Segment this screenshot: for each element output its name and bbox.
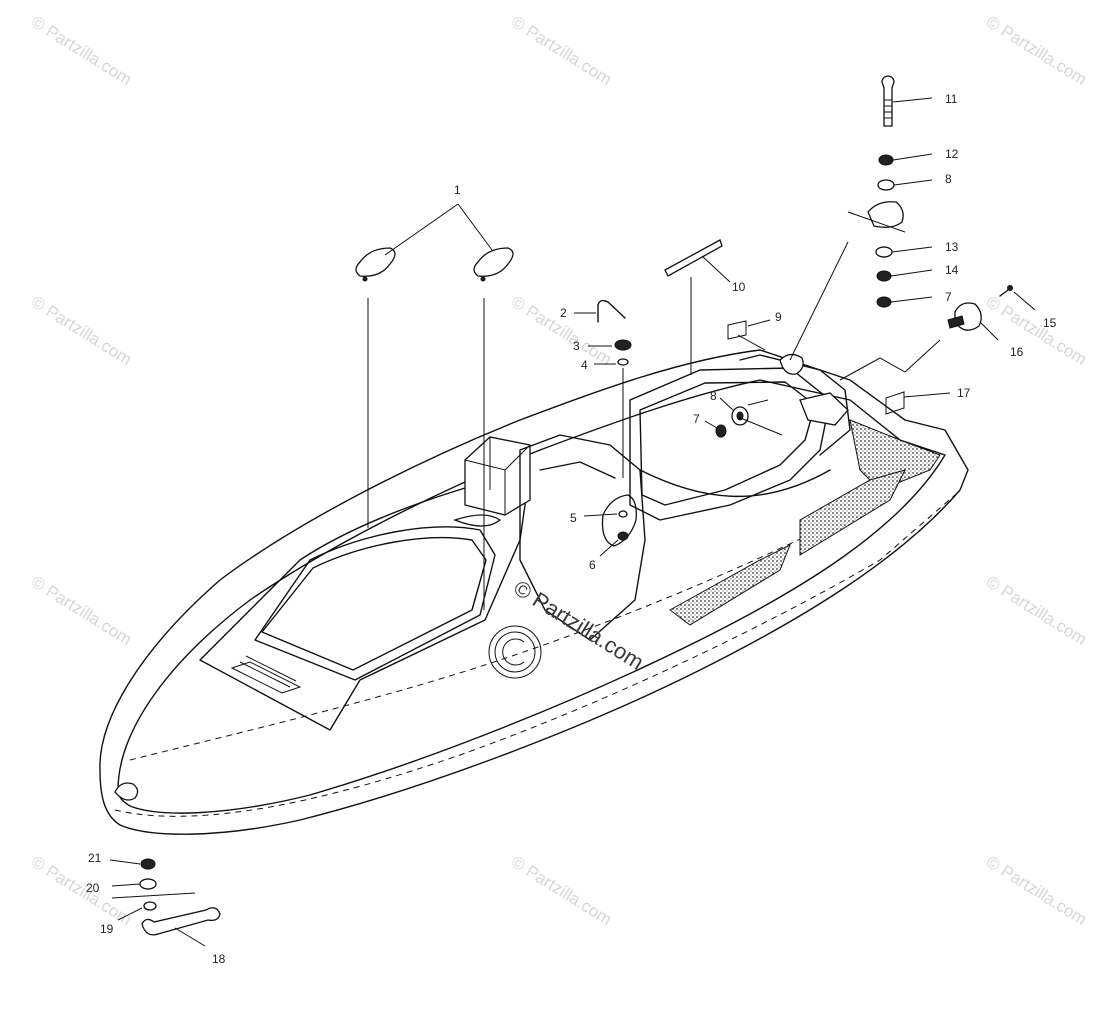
watermark-tile: © Partzilla.com [508, 12, 615, 89]
callout-6: 6 [589, 558, 596, 572]
callout-12: 12 [945, 147, 959, 161]
part-strip [664, 239, 723, 277]
part-decals [727, 320, 905, 415]
callout-9: 9 [775, 310, 782, 324]
callout-4: 4 [581, 358, 588, 372]
callout-17: 17 [957, 386, 971, 400]
watercraft-hull [99, 349, 969, 835]
callout-20: 20 [86, 881, 100, 895]
callout-8: 8 [710, 389, 717, 403]
callout-labels: 1 2 3 4 5 6 7 8 9 10 11 12 8 13 14 7 15 … [86, 92, 1057, 966]
callout-19: 19 [100, 922, 114, 936]
callout-11: 11 [945, 92, 958, 106]
callout-18: 18 [212, 952, 226, 966]
watermark-tile: © Partzilla.com [28, 12, 135, 89]
part-hood-pads [355, 247, 514, 282]
callout-15: 15 [1043, 316, 1057, 330]
watermark-tile: © Partzilla.com [983, 572, 1090, 649]
callout-2: 2 [560, 306, 567, 320]
part-clip [597, 299, 632, 366]
callout-3: 3 [573, 339, 580, 353]
callout-5: 5 [570, 511, 577, 525]
callout-10: 10 [732, 280, 746, 294]
part-tow-eye [139, 858, 221, 936]
watermark-tile: © Partzilla.com [983, 12, 1090, 89]
callout-21: 21 [88, 851, 102, 865]
watermark-tile: © Partzilla.com [28, 572, 135, 649]
part-grommet-nut [617, 510, 629, 541]
watermark-tiles: © Partzilla.com © Partzilla.com © Partzi… [28, 12, 1090, 929]
callout-7: 7 [693, 412, 700, 426]
callout-7b: 7 [945, 290, 952, 304]
part-bumper-bolt [947, 285, 1013, 331]
watermark-tile: © Partzilla.com [983, 852, 1090, 929]
watermark-tile: © Partzilla.com [28, 852, 135, 929]
watermark-tile: © Partzilla.com [983, 292, 1090, 369]
watermark-tile: © Partzilla.com [28, 292, 135, 369]
callout-16: 16 [1010, 345, 1024, 359]
callout-13: 13 [945, 240, 959, 254]
watermark-tile: © Partzilla.com [508, 852, 615, 929]
part-seat-latch-assembly [847, 75, 906, 308]
watermark-center: © Partzilla.com [509, 575, 648, 675]
callout-14: 14 [945, 263, 959, 277]
callout-8b: 8 [945, 172, 952, 186]
part-washer-nut-seat [715, 406, 749, 438]
leader-lines [109, 97, 1036, 947]
callout-1: 1 [454, 183, 461, 197]
